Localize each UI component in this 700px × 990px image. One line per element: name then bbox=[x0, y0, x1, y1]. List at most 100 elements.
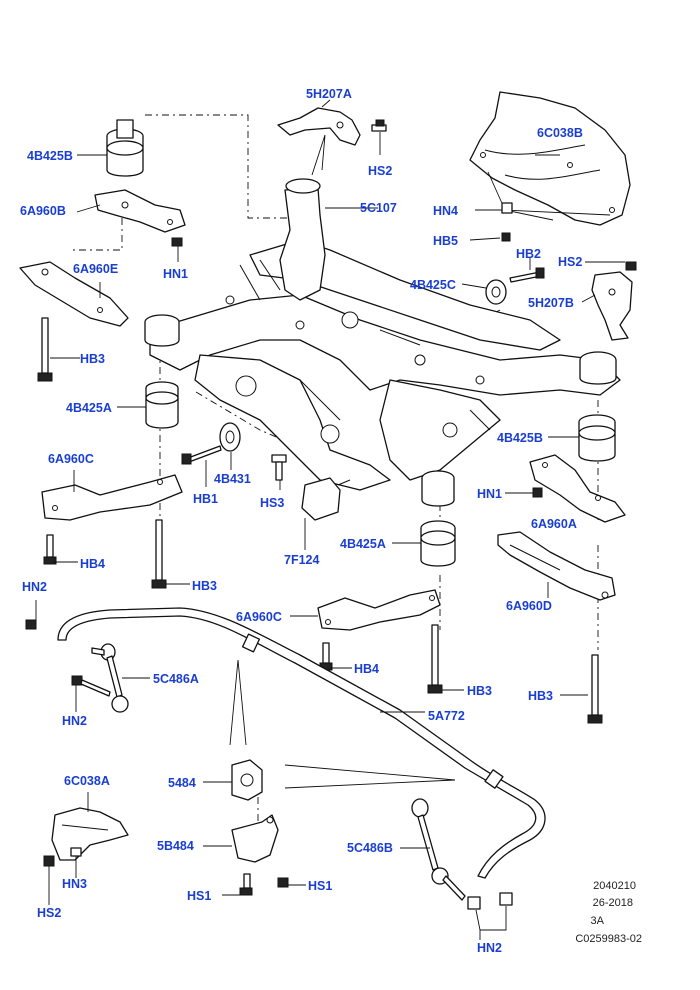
label-5484: 5484 bbox=[168, 776, 196, 790]
label-leaders bbox=[35, 154, 625, 896]
label-HS1-right: HS1 bbox=[308, 879, 333, 893]
label-HB5: HB5 bbox=[433, 234, 459, 248]
module-7F124 bbox=[301, 477, 351, 521]
label-4B425A-left: 4B425A bbox=[66, 401, 112, 415]
label-HB2: HB2 bbox=[516, 247, 542, 261]
bushing-4B425B-right bbox=[578, 414, 616, 462]
nut-HN2-top bbox=[25, 619, 37, 630]
bolt-HS3 bbox=[271, 454, 287, 481]
label-5B484: 5B484 bbox=[157, 839, 194, 853]
leader-5A772-triangle bbox=[229, 659, 456, 789]
bolt-HB5 bbox=[501, 232, 511, 242]
bracket-6A960D bbox=[497, 531, 616, 601]
label-HB3-right: HB3 bbox=[528, 689, 554, 703]
bolt-HS1-right bbox=[277, 877, 289, 888]
label-6A960B: 6A960B bbox=[20, 204, 66, 218]
label-HN2-top: HN2 bbox=[22, 580, 48, 594]
bolt-HB3-center bbox=[427, 624, 443, 694]
label-5H207A-top: 5H207A bbox=[306, 87, 352, 101]
bracket-5H207A bbox=[277, 99, 361, 146]
link-5C486A bbox=[91, 643, 129, 713]
label-6A960D: 6A960D bbox=[506, 599, 552, 613]
label-HN4: HN4 bbox=[433, 204, 459, 218]
bushing-4B425C bbox=[485, 279, 507, 305]
label-HS2-top: HS2 bbox=[368, 164, 393, 178]
label-5C107: 5C107 bbox=[360, 201, 397, 215]
bolt-HS2-bottom bbox=[43, 855, 55, 905]
bracket-5H207B bbox=[591, 271, 633, 341]
heat-shield-6C038B bbox=[469, 91, 631, 226]
link-5C486B bbox=[411, 798, 466, 901]
label-HN3: HN3 bbox=[62, 877, 88, 891]
stabilizer-bar-5A772 bbox=[57, 607, 546, 879]
label-6C038B: 6C038B bbox=[537, 126, 583, 140]
label-HB3-center: HB3 bbox=[467, 684, 493, 698]
label-HS1-left: HS1 bbox=[187, 889, 212, 903]
label-HN2-left: HN2 bbox=[62, 714, 88, 728]
label-5H207B: 5H207B bbox=[528, 296, 574, 310]
label-5C486A: 5C486A bbox=[153, 672, 199, 686]
leader-HN4-fan bbox=[475, 171, 611, 221]
label-4B431: 4B431 bbox=[214, 472, 251, 486]
label-6C038A: 6C038A bbox=[64, 774, 110, 788]
bolt-HB4-center bbox=[319, 642, 333, 671]
shield-6C038A bbox=[51, 807, 129, 861]
reference-sheet: 3A bbox=[590, 915, 604, 927]
bracket-6A960A bbox=[529, 454, 626, 523]
clamp-5B484 bbox=[231, 814, 279, 863]
label-4B425B-top: 4B425B bbox=[27, 149, 73, 163]
subframe bbox=[149, 178, 621, 491]
label-6A960C-left: 6A960C bbox=[48, 452, 94, 466]
reference-code: C0259983-02 bbox=[575, 933, 642, 945]
bushing-4B431 bbox=[219, 422, 241, 452]
label-HB4-center: HB4 bbox=[354, 662, 380, 676]
bolt-HS2-top bbox=[371, 119, 387, 155]
frame-mount-right bbox=[579, 351, 617, 385]
bushing-4B425A-center bbox=[420, 470, 456, 567]
label-HS2-bottom: HS2 bbox=[37, 906, 62, 920]
bolt-HB2 bbox=[509, 267, 545, 283]
bolt-HS2-right bbox=[625, 261, 637, 271]
nut-HN3 bbox=[70, 847, 82, 857]
bracket-6A960C-left bbox=[41, 474, 183, 521]
label-4B425B-right: 4B425B bbox=[497, 431, 543, 445]
label-HB3-left-bottom: HB3 bbox=[192, 579, 218, 593]
leader-5H207A-lines bbox=[311, 134, 326, 176]
label-HS3: HS3 bbox=[260, 496, 285, 510]
label-7F124: 7F124 bbox=[284, 553, 320, 567]
nut-HN2-bottom bbox=[467, 892, 513, 940]
reference-number: 2040210 bbox=[593, 880, 636, 892]
bushing-4B425B-top bbox=[106, 119, 144, 177]
bolt-HB4-left bbox=[43, 534, 57, 565]
label-HB1: HB1 bbox=[193, 492, 219, 506]
bolt-HS1-left bbox=[239, 873, 253, 896]
bracket-6A960B bbox=[94, 189, 186, 233]
label-HN1-right: HN1 bbox=[477, 487, 503, 501]
reference-date: 26-2018 bbox=[592, 897, 633, 909]
bracket-6A960E bbox=[19, 261, 129, 327]
nut-HN2-left bbox=[71, 675, 111, 697]
label-HN1-top: HN1 bbox=[163, 267, 189, 281]
label-6A960C-center: 6A960C bbox=[236, 610, 282, 624]
bushing-4B425A-left bbox=[145, 381, 179, 429]
label-HS2-right: HS2 bbox=[558, 255, 583, 269]
bolt-HB3-left-top bbox=[37, 317, 53, 382]
frame-mount-left bbox=[144, 314, 180, 347]
label-HB3-left-top: HB3 bbox=[80, 352, 106, 366]
label-6A960E: 6A960E bbox=[73, 262, 119, 276]
bolt-HB1 bbox=[181, 445, 222, 465]
nut-HN1-top bbox=[171, 237, 183, 262]
label-5C486B: 5C486B bbox=[347, 841, 393, 855]
bolt-HB3-left-bottom bbox=[151, 519, 167, 589]
nut-HN4 bbox=[501, 202, 513, 214]
label-4B425C: 4B425C bbox=[410, 278, 456, 292]
label-HN2-bottom: HN2 bbox=[477, 941, 503, 955]
label-6A960A: 6A960A bbox=[531, 517, 577, 531]
label-HB4-left: HB4 bbox=[80, 557, 106, 571]
label-4B425A-center: 4B425A bbox=[340, 537, 386, 551]
bushing-5484 bbox=[231, 759, 263, 801]
nut-HN1-right bbox=[532, 487, 543, 498]
bolt-HB3-right bbox=[587, 654, 603, 724]
bracket-6A960C-center bbox=[317, 589, 441, 631]
